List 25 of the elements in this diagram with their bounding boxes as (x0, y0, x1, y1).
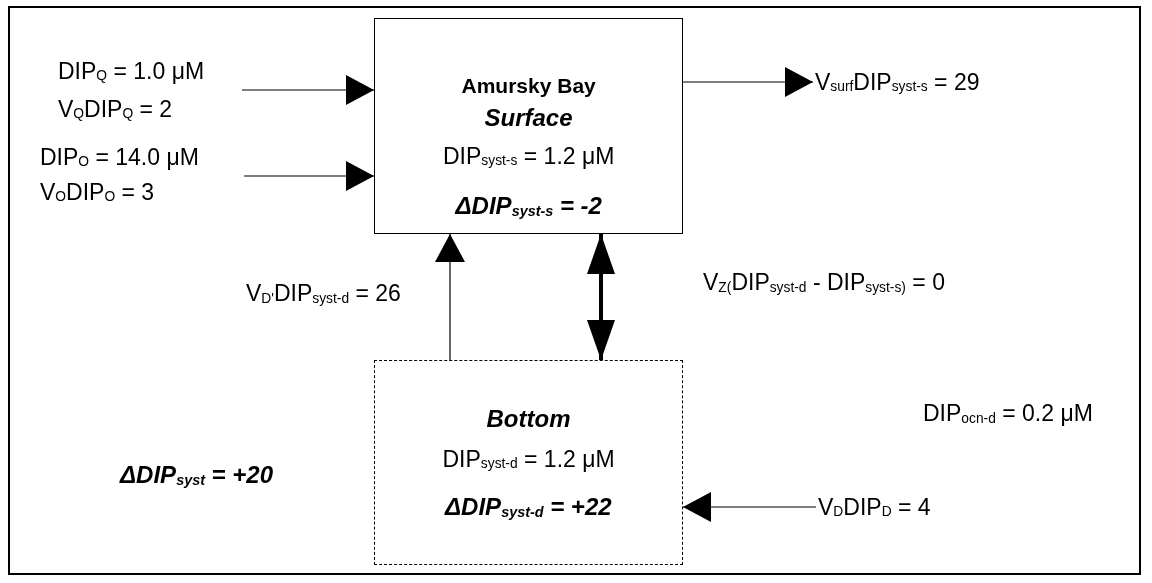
arrow (682, 492, 817, 522)
formula-text: V$_{Q}$DIP$_{Q}$ = 2 (58, 96, 173, 122)
arrow (682, 67, 814, 97)
heading: Amursky Bay (461, 73, 596, 97)
balance-value: ΔDIP$_{syst-d}$ = +22 (445, 494, 612, 521)
arrow (241, 75, 375, 105)
balance-value: Bottom (486, 406, 571, 433)
edge-label: V$_{Z(}$DIP$_{syst-d}$ - DIP$_{syst-s)}$ = 0 (703, 270, 945, 296)
formula-text: DIP$_{O}$ = 14.0 μM (40, 144, 199, 170)
formula-text: DIP$_{ocn-d}$ = 0.2 μM (923, 401, 1093, 427)
formula-text: DIP$_{syst-s}$ = 1.2 μM (443, 143, 615, 169)
formula-text: V$_{D}$DIP$_{D}$ = 4 (818, 494, 931, 520)
balance-value: Surface (484, 105, 573, 132)
arrow (587, 234, 615, 360)
formula-text: DIP$_{syst-d}$ = 1.2 μM (442, 446, 615, 472)
edge-label: V$_{D'}$DIP$_{syst-d}$ = 26 (246, 281, 401, 307)
arrow (243, 161, 375, 191)
compartment-box (374, 18, 683, 234)
balance-value: ΔDIP$_{syst}$ = +20 (120, 462, 273, 489)
balance-value: ΔDIP$_{syst-s}$ = -2 (455, 193, 602, 220)
formula-text: DIP$_{Q}$ = 1.0 μM (58, 58, 205, 84)
formula-text: V$_{surf}$DIP$_{syst-s}$ = 29 (815, 69, 980, 95)
compartment-box-dashed (374, 360, 683, 565)
formula-text: V$_{O}$DIP$_{O}$ = 3 (40, 179, 155, 205)
arrow (435, 233, 465, 361)
